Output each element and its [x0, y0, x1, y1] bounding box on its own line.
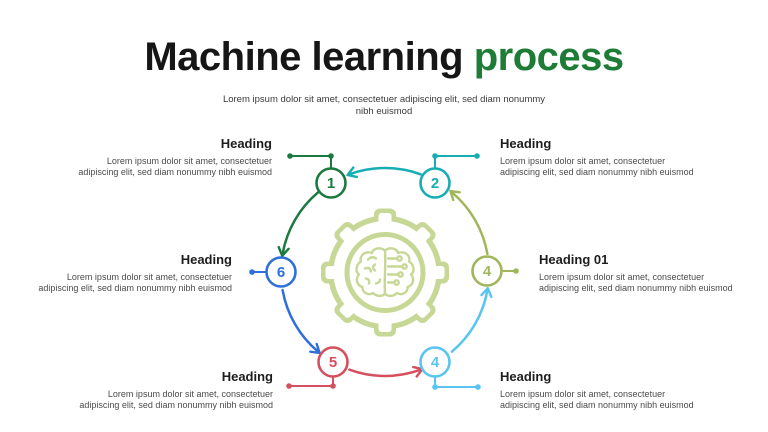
arrow-4-to-2 — [449, 189, 489, 256]
arrow-2-to-1 — [346, 166, 422, 179]
title-accent: process — [473, 35, 624, 79]
step-body-5-line-2: adipiscing elit, sed diam nonummy nibh e… — [79, 400, 273, 411]
step-body-4r-line-1: Lorem ipsum dolor sit amet, consectetuer — [539, 272, 705, 282]
step-body-6: Lorem ipsum dolor sit amet, consectetuer… — [20, 272, 232, 295]
step-number-4-right: 4 — [483, 263, 492, 280]
step-body-4-bottom: Lorem ipsum dolor sit amet, consectetuer… — [500, 389, 740, 412]
step-number-1: 1 — [327, 175, 335, 192]
step-body-6-line-2: adipiscing elit, sed diam nonummy nibh e… — [38, 283, 232, 294]
step-node-4-right: 4 — [471, 255, 519, 287]
step-text-4-bottom: Heading Lorem ipsum dolor sit amet, cons… — [500, 368, 740, 412]
step-heading-2: Heading — [500, 136, 552, 151]
step-number-6: 6 — [277, 264, 285, 281]
step-node-2: 2 — [419, 153, 480, 199]
step-number-5: 5 — [329, 354, 337, 371]
step-body-4-right: Lorem ipsum dolor sit amet, consectetuer… — [539, 272, 754, 295]
arrow-1-to-6 — [277, 191, 320, 258]
step-number-2: 2 — [431, 175, 439, 192]
step-body-1-line-1: Lorem ipsum dolor sit amet, consectetuer — [106, 156, 272, 166]
step-body-2: Lorem ipsum dolor sit amet, consectetuer… — [500, 156, 740, 179]
step-text-4-right: Heading 01 Lorem ipsum dolor sit amet, c… — [539, 251, 754, 295]
step-node-4-bottom: 4 — [419, 346, 481, 390]
page-title: Machine learning process — [0, 33, 768, 81]
step-body-6-line-1: Lorem ipsum dolor sit amet, consectetuer — [66, 272, 232, 282]
step-body-4r-line-2: adipiscing elit, sed diam nonummy nibh e… — [539, 283, 733, 294]
step-node-6: 6 — [249, 256, 297, 288]
arrow-5-to-4 — [348, 365, 424, 378]
step-body-5: Lorem ipsum dolor sit amet, consectetuer… — [40, 389, 273, 412]
step-heading-1: Heading — [220, 136, 272, 151]
step-heading-4-bottom: Heading — [500, 369, 552, 384]
subtitle-line-1: Lorem ipsum dolor sit amet, consectetuer… — [222, 94, 546, 105]
step-heading-6: Heading — [180, 252, 232, 267]
step-body-1: Lorem ipsum dolor sit amet, consectetuer… — [40, 156, 272, 179]
subtitle-line-2: nibh euismod — [355, 106, 413, 117]
step-node-1: 1 — [287, 153, 347, 199]
step-text-2: Heading Lorem ipsum dolor sit amet, cons… — [500, 135, 740, 179]
step-number-4-bottom: 4 — [431, 354, 440, 371]
step-heading-4-right: Heading 01 — [539, 252, 609, 267]
subtitle: Lorem ipsum dolor sit amet, consectetuer… — [0, 94, 768, 118]
arrow-6-to-5 — [281, 288, 321, 355]
brain-circuit-icon — [355, 247, 415, 298]
step-heading-5: Heading — [221, 369, 273, 384]
step-body-4b-line-2: adipiscing elit, sed diam nonummy nibh e… — [500, 400, 694, 411]
step-text-5: Heading Lorem ipsum dolor sit amet, cons… — [40, 368, 273, 412]
step-text-1: Heading Lorem ipsum dolor sit amet, cons… — [40, 135, 272, 179]
step-body-5-line-1: Lorem ipsum dolor sit amet, consectetuer — [107, 389, 273, 399]
step-node-5: 5 — [286, 346, 349, 389]
arrow-4-to-4 — [450, 286, 493, 353]
step-body-1-line-2: adipiscing elit, sed diam nonummy nibh e… — [78, 167, 272, 178]
step-text-6: Heading Lorem ipsum dolor sit amet, cons… — [20, 251, 232, 295]
step-body-2-line-2: adipiscing elit, sed diam nonummy nibh e… — [500, 167, 694, 178]
gear-brain-icon — [321, 208, 449, 337]
step-body-4b-line-1: Lorem ipsum dolor sit amet, consectetuer — [500, 389, 666, 399]
title-main: Machine learning — [144, 35, 464, 79]
step-body-2-line-1: Lorem ipsum dolor sit amet, consectetuer — [500, 156, 666, 166]
